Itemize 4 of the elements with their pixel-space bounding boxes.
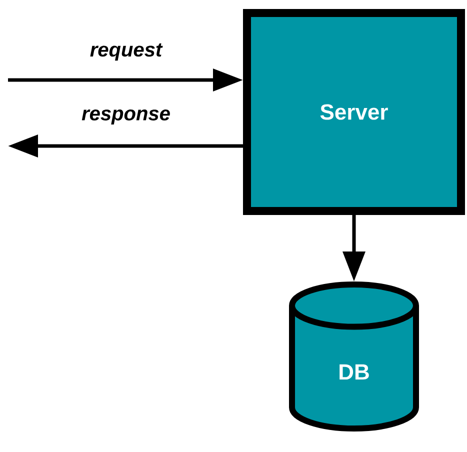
edge-label: response — [80, 108, 172, 126]
server-box: Server — [243, 9, 465, 215]
edge-label: request — [88, 42, 164, 62]
database-cylinder: DB — [289, 282, 419, 432]
